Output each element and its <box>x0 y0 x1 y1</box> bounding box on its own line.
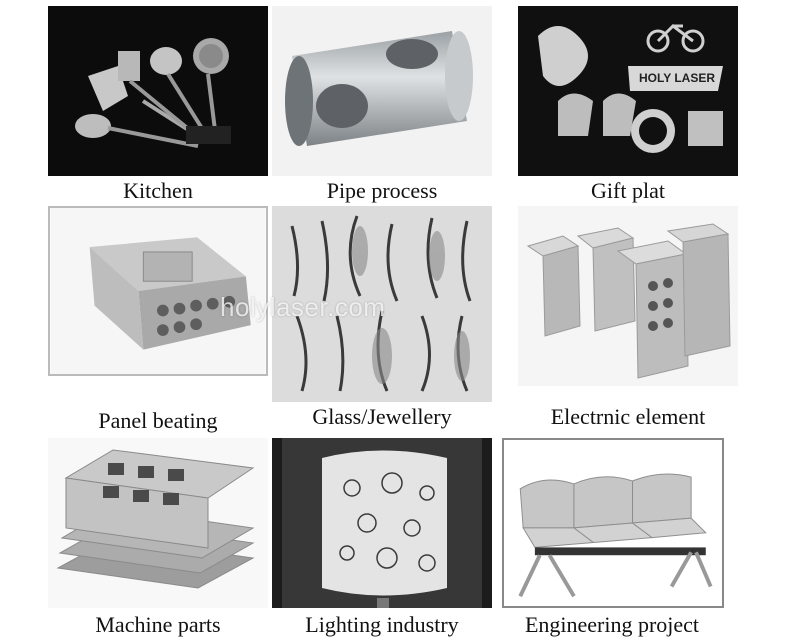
pipe-process-photo <box>272 6 492 176</box>
glass-jewellery-photo <box>272 206 492 402</box>
sign-text: HOLY LASER <box>638 71 716 85</box>
kitchen-photo <box>48 6 268 176</box>
caption-gift-plat: Gift plat <box>591 178 665 203</box>
lighting-industry-photo <box>272 438 492 608</box>
caption-panel-beating: Panel beating <box>98 408 218 433</box>
caption-kitchen: Kitchen <box>123 178 193 203</box>
electrnic-element-photo <box>518 206 738 386</box>
engineering-project-photo <box>502 438 724 608</box>
machine-parts-photo <box>48 438 268 608</box>
caption-electrnic-element: Electrnic element <box>550 404 706 429</box>
caption-pipe-process: Pipe process <box>326 178 438 203</box>
gift-plat-photo: HOLY LASER <box>518 6 738 176</box>
caption-engineering-project: Engineering project <box>524 612 700 637</box>
caption-lighting-industry: Lighting industry <box>305 612 459 637</box>
panel-beating-photo <box>48 206 268 376</box>
caption-machine-parts: Machine parts <box>95 612 221 637</box>
caption-glass-jewellery: Glass/Jewellery <box>312 404 452 429</box>
